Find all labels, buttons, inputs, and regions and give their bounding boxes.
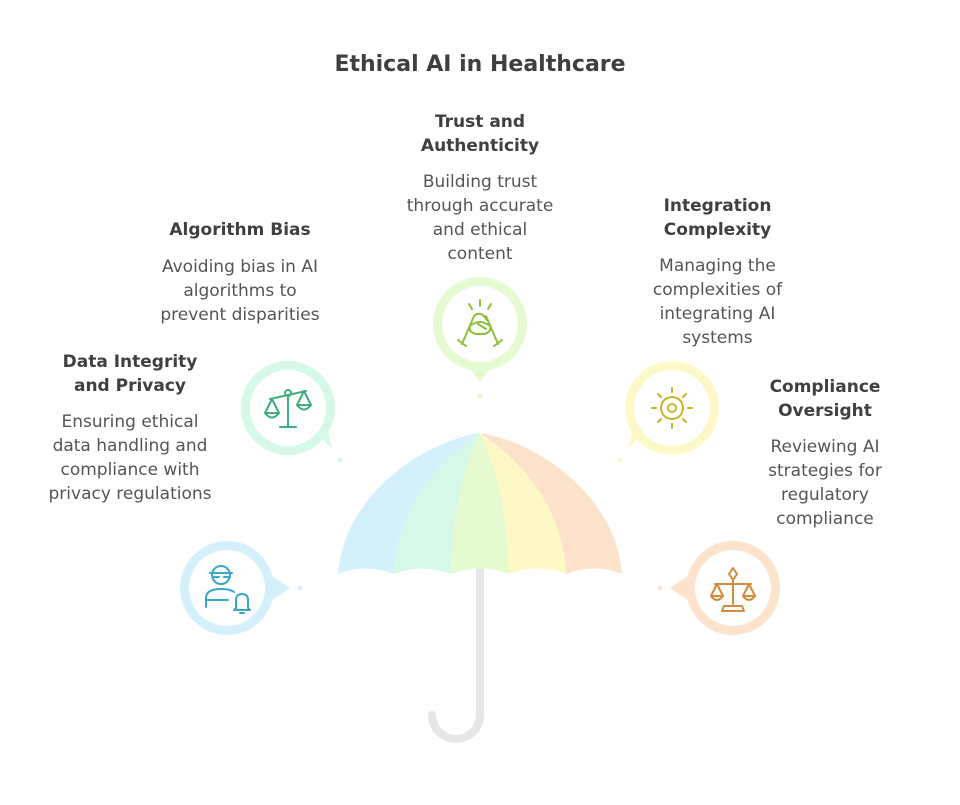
heading-trust: Trust and Authenticity (420, 112, 540, 156)
page-title: Ethical AI in Healthcare (334, 52, 626, 77)
heading-algorithm-bias: Algorithm Bias (169, 220, 311, 240)
heading-integration: Integration Complexity (663, 196, 772, 240)
connector-dot-4 (617, 457, 623, 463)
handshake-icon (457, 299, 503, 347)
canopy-panel-4 (480, 433, 566, 574)
connector-dot-5 (657, 585, 663, 591)
canopy-panel-5 (480, 433, 622, 574)
heading-data-integrity: Data Integrity and Privacy (62, 352, 198, 396)
bubble-compliance (670, 541, 780, 635)
desc-compliance: Reviewing AI strategies for regulatory c… (768, 437, 882, 529)
canopy-panel-2 (394, 433, 480, 574)
umbrella-handle (428, 561, 484, 743)
bubble-integration (625, 361, 719, 455)
umbrella-canopy (338, 433, 622, 574)
gear-sun-icon (651, 387, 693, 429)
balance-scale-icon (264, 389, 312, 428)
desc-integration: Managing the complexities of integrating… (652, 256, 783, 348)
canopy-panel-1 (338, 433, 480, 574)
canopy-panel-3 (451, 433, 509, 574)
connector-dot-1 (297, 585, 303, 591)
bubble-trust (433, 277, 527, 382)
justice-scale-icon (710, 567, 756, 612)
heading-compliance: Compliance Oversight (769, 377, 881, 421)
connector-dot-3 (477, 393, 483, 399)
connector-dot-2 (337, 457, 343, 463)
person-bell-icon (205, 565, 251, 614)
bubble-data-integrity (180, 541, 290, 635)
desc-trust: Building trust through accurate and ethi… (406, 172, 554, 264)
desc-algorithm-bias: Avoiding bias in AI algorithms to preven… (160, 257, 320, 325)
desc-data-integrity: Ensuring ethical data handling and compl… (48, 412, 212, 504)
